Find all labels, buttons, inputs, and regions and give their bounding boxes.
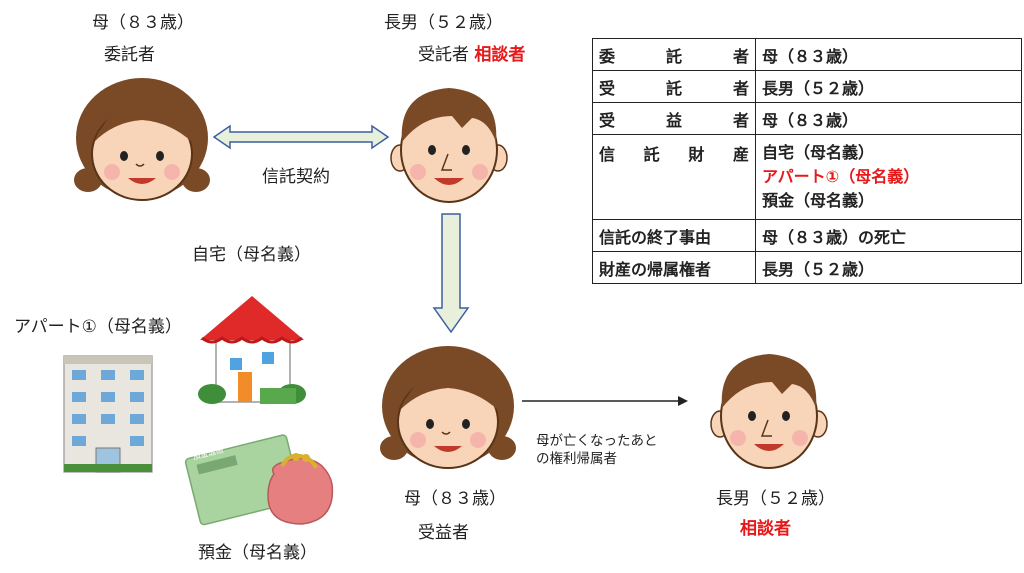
row-key-termination: 信託の終了事由 xyxy=(592,219,756,252)
contract-label: 信託契約 xyxy=(262,167,330,187)
arrow-note-line1: 母が亡くなったあと xyxy=(536,433,658,449)
deposit-label: 預金（母名義） xyxy=(198,543,317,563)
property-home: 自宅（母名義） xyxy=(762,143,875,162)
apartment-building-icon xyxy=(63,355,153,473)
row-value-trust-property: 自宅（母名義） アパート①（母名義） 預金（母名義） xyxy=(755,134,1022,220)
table-row: 財産の帰属権者 長男（５２歳） xyxy=(592,251,1022,284)
mother-top-role: 委託者 xyxy=(104,45,155,65)
mother-bottom-role: 受益者 xyxy=(418,523,469,543)
table-row: 委託者 母（８３歳） xyxy=(592,38,1022,71)
apartment-label: アパート①（母名義） xyxy=(14,317,182,337)
row-key-vested-right: 財産の帰属権者 xyxy=(592,251,756,284)
down-arrow xyxy=(432,213,470,334)
son-bottom-consultant: 相談者 xyxy=(740,519,791,539)
table-row: 信託財産 自宅（母名義） アパート①（母名義） 預金（母名義） xyxy=(592,134,1022,220)
row-key-trustee: 受託者 xyxy=(599,78,749,98)
mother-bottom-name: 母（８３歳） xyxy=(404,489,506,509)
property-deposit: 預金（母名義） xyxy=(762,191,875,210)
mother-top-face-icon xyxy=(74,78,210,201)
row-value-termination: 母（８３歳）の死亡 xyxy=(755,219,1022,252)
arrow-note-line2: の権利帰属者 xyxy=(536,451,617,467)
table-row: 信託の終了事由 母（８３歳）の死亡 xyxy=(592,219,1022,252)
son-top-name: 長男（５２歳） xyxy=(384,13,503,33)
row-key-settlor: 委託者 xyxy=(599,46,749,66)
row-value-vested-right: 長男（５２歳） xyxy=(755,251,1022,284)
son-top-face-icon xyxy=(390,88,508,203)
arrow-note: 母が亡くなったあと の権利帰属者 xyxy=(536,432,658,468)
contract-double-arrow xyxy=(212,124,390,150)
son-top-role-line: 受託者 相談者 xyxy=(418,40,525,65)
house-icon xyxy=(198,296,306,404)
property-apartment: アパート①（母名義） xyxy=(762,167,920,186)
row-key-beneficiary: 受益者 xyxy=(599,110,749,130)
table-row: 受益者 母（８３歳） xyxy=(592,102,1022,135)
son-top-consultant: 相談者 xyxy=(474,45,526,65)
right-arrow xyxy=(522,396,688,406)
row-key-trust-property: 信託財産 xyxy=(599,145,749,164)
row-value-settlor: 母（８３歳） xyxy=(755,38,1022,71)
trust-summary-table: 委託者 母（８３歳） 受託者 長男（５２歳） 受益者 母（８３歳） 信託財産 自… xyxy=(592,38,1022,284)
passbook-and-purse-icon xyxy=(184,434,334,526)
mother-top-name: 母（８３歳） xyxy=(92,13,194,33)
home-label: 自宅（母名義） xyxy=(192,245,311,265)
son-bottom-face-icon xyxy=(710,354,828,469)
row-value-beneficiary: 母（８３歳） xyxy=(755,102,1022,135)
son-bottom-name: 長男（５２歳） xyxy=(716,489,835,509)
son-top-role: 受託者 xyxy=(418,45,469,65)
row-value-trustee: 長男（５２歳） xyxy=(755,70,1022,103)
mother-bottom-face-icon xyxy=(380,346,516,469)
table-row: 受託者 長男（５２歳） xyxy=(592,70,1022,103)
